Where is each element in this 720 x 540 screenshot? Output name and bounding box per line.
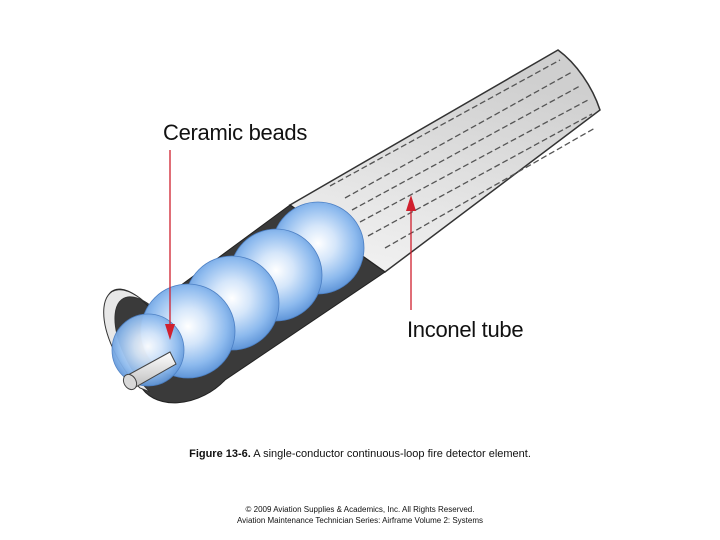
inconel-tube-label: Inconel tube <box>407 317 524 342</box>
copyright-line-1: © 2009 Aviation Supplies & Academics, In… <box>245 505 475 514</box>
figure-caption-text: A single-conductor continuous-loop fire … <box>250 448 531 460</box>
inconel-tube-body <box>288 49 601 273</box>
tube-arrow <box>406 195 416 310</box>
tube-texture <box>329 59 596 249</box>
copyright-line-2: Aviation Maintenance Technician Series: … <box>236 516 484 525</box>
figure-number: Figure 13-6. <box>189 448 251 460</box>
ceramic-beads-label: Ceramic beads <box>163 120 308 145</box>
beads-arrow <box>165 150 175 340</box>
figure-caption: Figure 13-6. A single-conductor continuo… <box>0 448 720 460</box>
center-conductor <box>122 351 177 391</box>
